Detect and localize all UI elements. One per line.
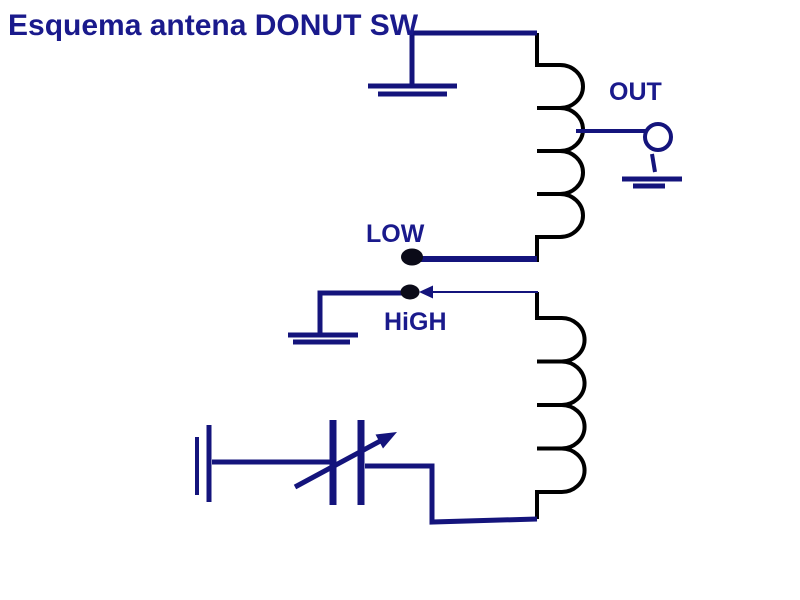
out-ground-stem — [650, 153, 657, 173]
high-ground-wire — [317, 290, 404, 333]
out-terminal-circle-icon — [643, 122, 673, 152]
top-ground-wire — [409, 30, 537, 86]
coil-group — [535, 33, 587, 519]
low-tap-dot-icon — [401, 248, 423, 266]
page-title: Esquema antena DONUT SW — [8, 9, 419, 42]
out-label: OUT — [609, 78, 662, 106]
coil-lower-icon — [535, 292, 587, 519]
wire-group — [195, 30, 682, 525]
capacitor-arrowhead-icon — [375, 432, 397, 449]
arrowhead-group — [375, 285, 433, 449]
label-group: Esquema antena DONUT SW OUT LOW HiGH — [8, 9, 662, 336]
low-label: LOW — [366, 220, 425, 248]
bottom-wire — [365, 463, 538, 525]
high-arrowhead-icon — [419, 285, 433, 299]
high-label: HiGH — [384, 308, 447, 336]
high-tap-dot-icon — [400, 284, 420, 300]
capacitor-arrow-line — [293, 436, 386, 490]
dot-group — [400, 248, 423, 300]
coil-upper-icon — [535, 33, 585, 262]
